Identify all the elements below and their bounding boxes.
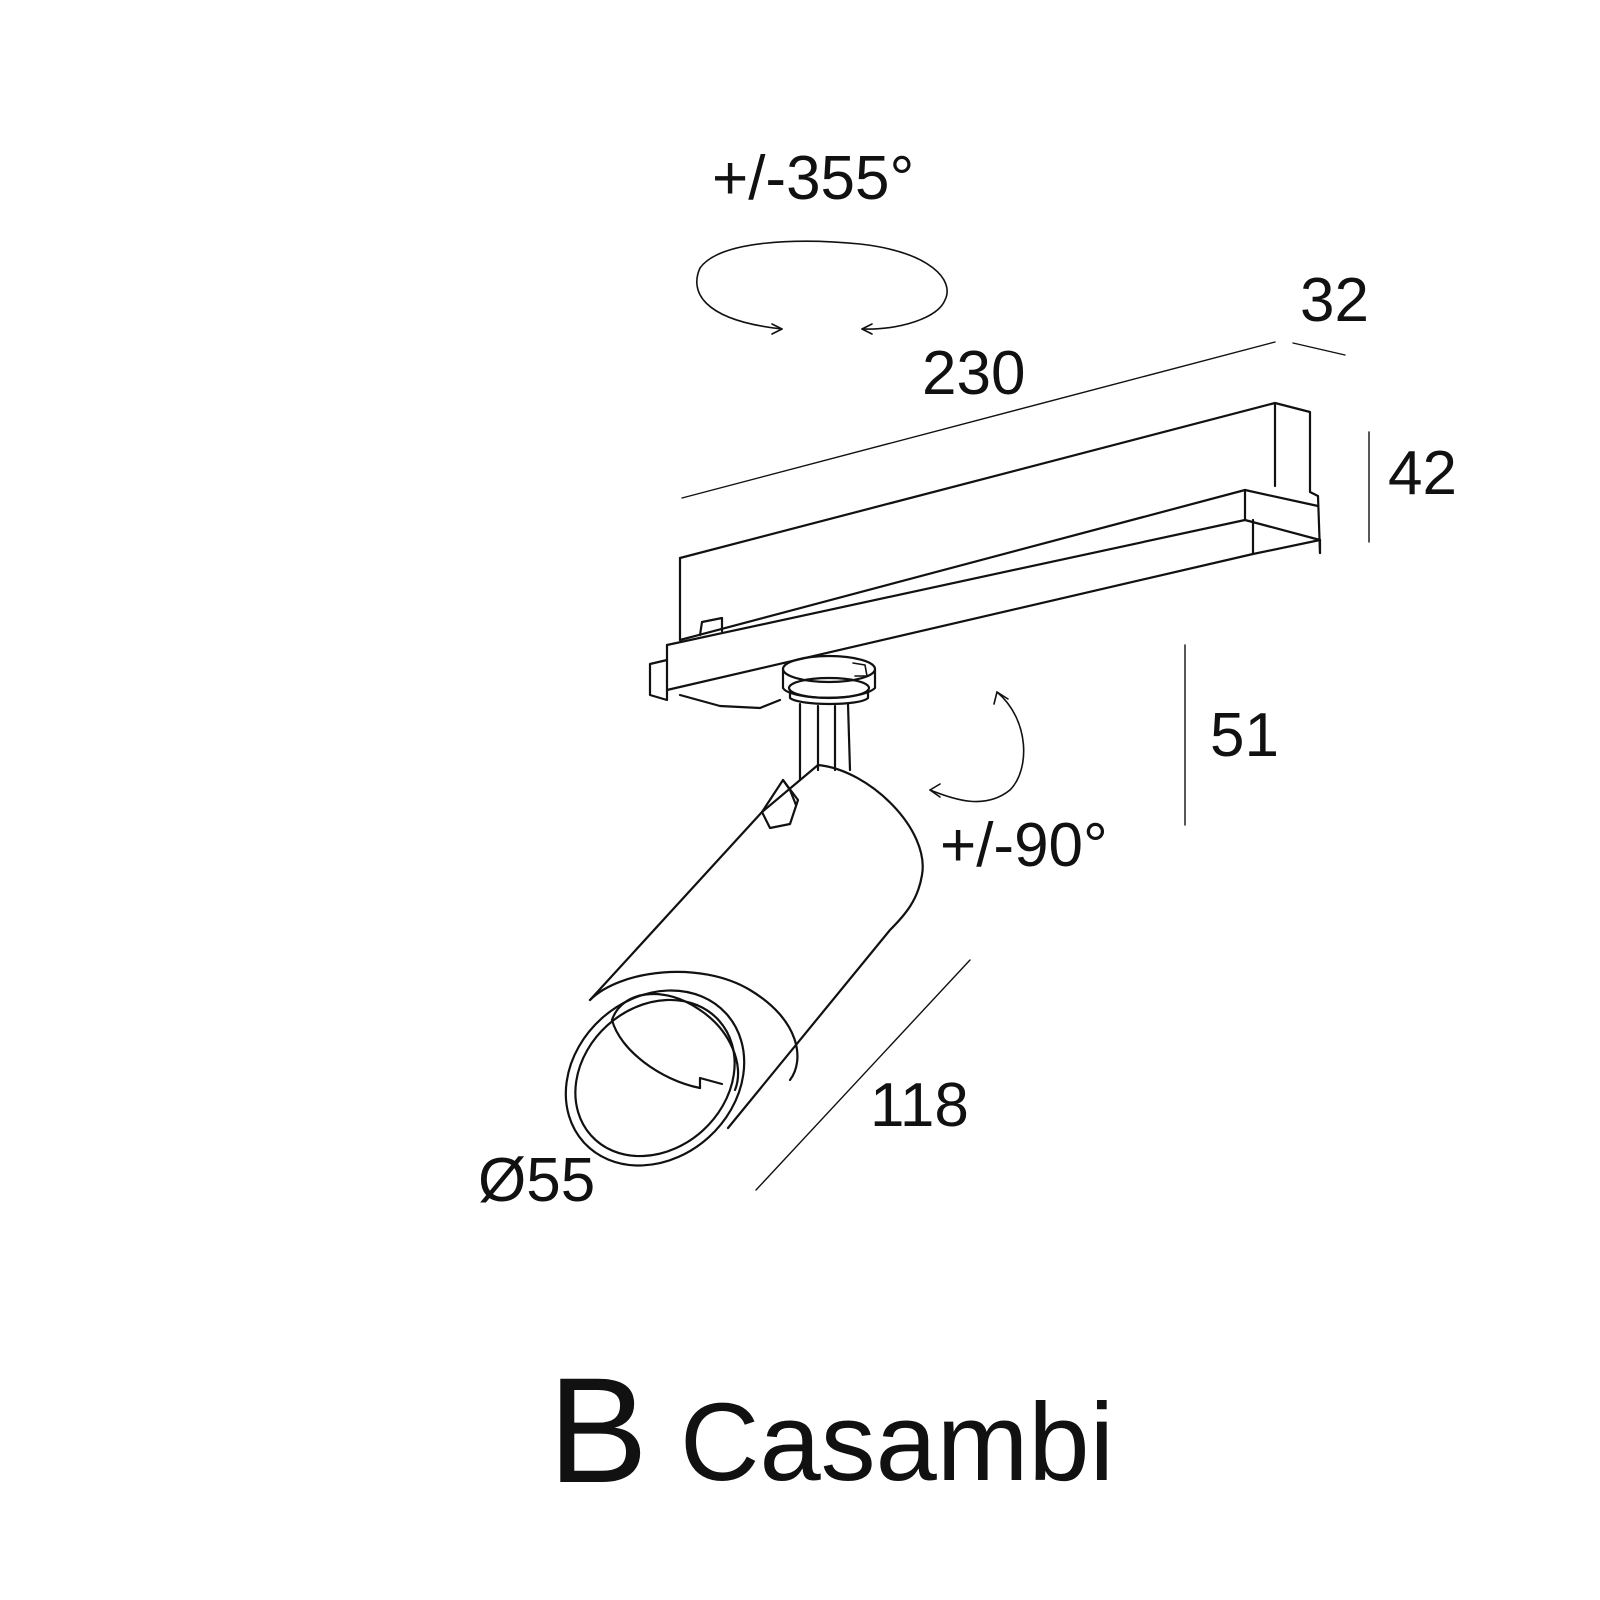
rotation-horizontal-label: +/-355° [712, 144, 915, 213]
mounting-stem [798, 702, 852, 782]
length-label: 230 [922, 339, 1026, 408]
spotlight-body [564, 763, 924, 1167]
adapter-height-label: 42 [1388, 439, 1457, 508]
length-dimension-line [681, 341, 1276, 499]
width-dimension-line [1292, 342, 1346, 356]
control-system-name: Casambi [680, 1381, 1115, 1504]
width-label: 32 [1300, 266, 1369, 335]
body-length-label: 118 [870, 1071, 969, 1140]
tilt-rotation-label: +/-90° [940, 811, 1108, 880]
tilt-rotation-arrow [929, 691, 1025, 803]
mount-height-label: 51 [1210, 701, 1279, 770]
body-length-dimension-line [755, 959, 971, 1191]
swivel-joint [781, 654, 877, 706]
variant-code: B [548, 1346, 649, 1514]
track-adapter [648, 401, 1322, 710]
diameter-label: Ø55 [478, 1146, 596, 1215]
horizontal-rotation-arrow [696, 240, 948, 335]
